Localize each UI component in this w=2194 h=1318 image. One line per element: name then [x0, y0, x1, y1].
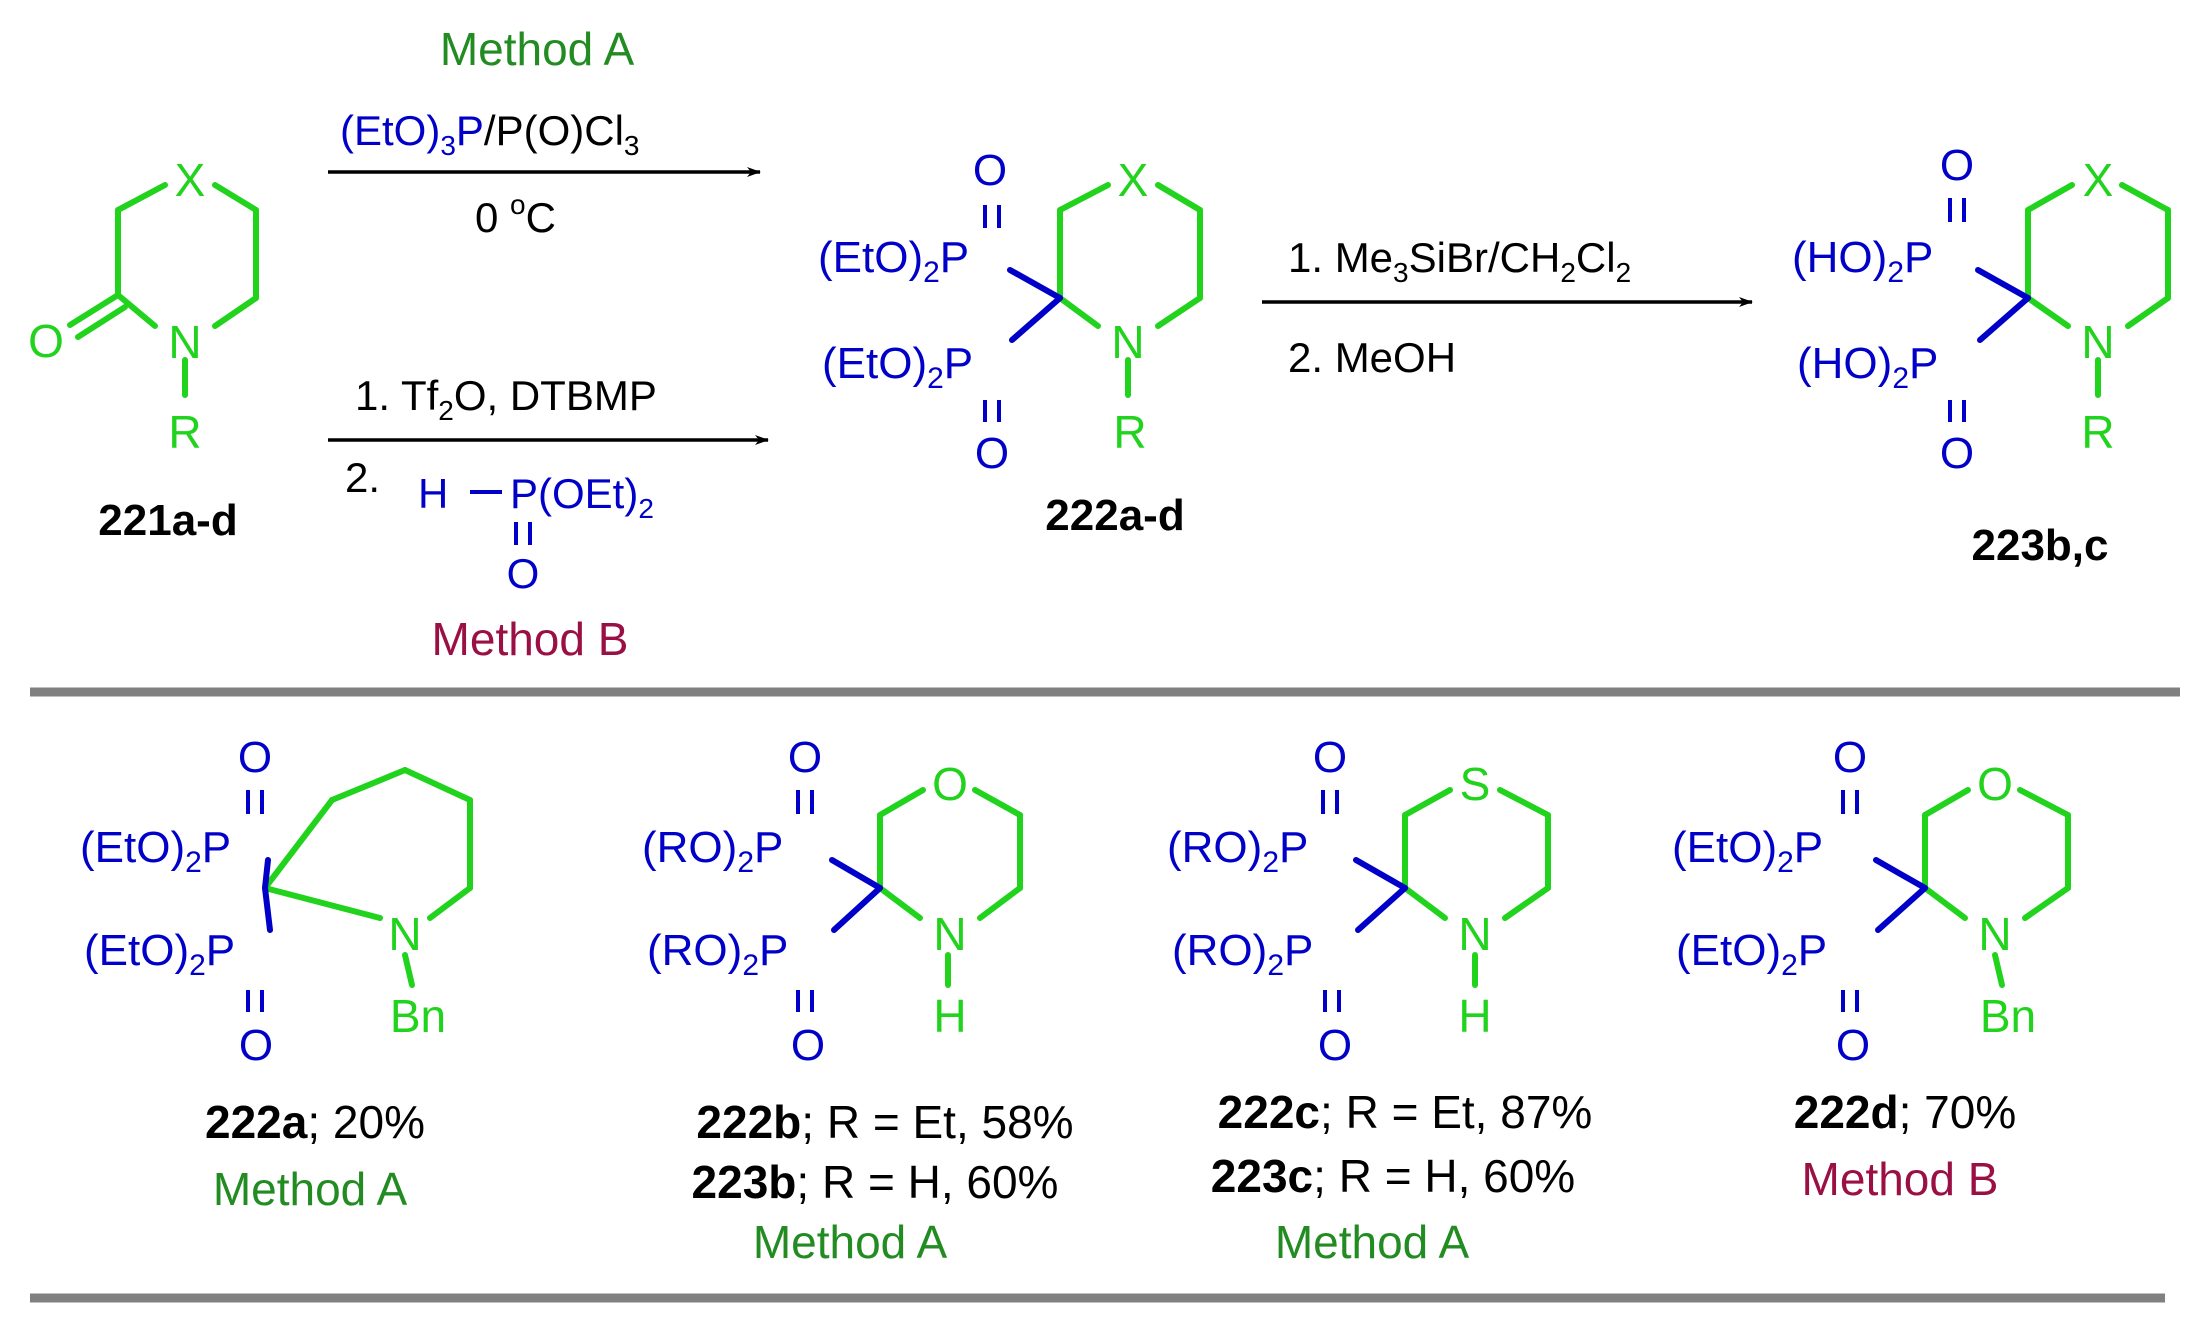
phosphonate-lower: (EtO)2P: [822, 339, 973, 395]
atom-o-upper: O: [1833, 733, 1867, 782]
atom-o-carbonyl: O: [28, 315, 64, 367]
atom-o-upper: O: [238, 733, 272, 782]
phosphonic-acid-lower: (HO)2P: [1797, 339, 1938, 395]
yield-222c: 222c; R = Et, 87%: [1218, 1086, 1593, 1138]
atom-n: N: [168, 316, 201, 368]
arrow-deprotection: 1. Me3SiBr/CH2Cl2 2. MeOH: [1262, 234, 1753, 381]
phosphonic-acid-upper: (HO)2P: [1792, 233, 1933, 289]
method-b-label: Method B: [432, 613, 629, 665]
compound-label-222: 222a-d: [1045, 491, 1184, 540]
method-label-222c: Method A: [1275, 1216, 1470, 1268]
compound-222b-223b: O N H O (RO)2P (RO)2P O 222b; R = Et, 58…: [642, 733, 1074, 1268]
method-label-222d: Method B: [1802, 1153, 1999, 1205]
compound-222a: N Bn O (EtO)2P (EtO)2P O 222a; 20% Metho…: [80, 733, 473, 1215]
method-b-step2-number: 2.: [345, 454, 380, 501]
arrow-method-b: 1. Tf2O, DTBMP 2. H P(OEt)2 O Method B: [328, 372, 769, 665]
atom-o-lower: O: [1318, 1021, 1352, 1070]
atom-o-upper: O: [1313, 733, 1347, 782]
atom-n: N: [933, 908, 966, 960]
phosphonate-upper: (EtO)2P: [818, 233, 969, 289]
atom-n: N: [1111, 316, 1144, 368]
atom-n: N: [1978, 908, 2011, 960]
atom-o-lower: O: [1940, 429, 1974, 478]
atom-o-ring: O: [1977, 758, 2013, 810]
atom-h: H: [933, 990, 966, 1042]
yield-222a: 222a; 20%: [205, 1096, 425, 1148]
atom-o-upper: O: [973, 146, 1007, 195]
phosphonate-lower: (RO)2P: [647, 926, 788, 982]
compound-223: X N R O (HO)2P (HO)2P O 223b,c: [1792, 141, 2171, 570]
phosphonate-upper: (EtO)2P: [80, 823, 231, 879]
atom-h: H: [1458, 990, 1491, 1042]
atom-o-lower: O: [1836, 1021, 1870, 1070]
method-b-step1: 1. Tf2O, DTBMP: [355, 372, 657, 426]
atom-o-lower: O: [239, 1021, 273, 1070]
yield-223b: 223b; R = H, 60%: [692, 1156, 1059, 1208]
atom-s-ring: S: [1460, 758, 1491, 810]
atom-o-ring: O: [932, 758, 968, 810]
phosphonate-upper: (RO)2P: [1167, 823, 1308, 879]
phosphonate-lower: (EtO)2P: [84, 926, 235, 982]
method-a-reagent: (EtO)3P/P(O)Cl3: [340, 107, 640, 161]
phosphonate-lower: (EtO)2P: [1676, 926, 1827, 982]
atom-n: N: [1458, 908, 1491, 960]
yield-223c: 223c; R = H, 60%: [1211, 1150, 1575, 1202]
deprotection-step2: 2. MeOH: [1288, 334, 1456, 381]
atom-r: R: [1113, 406, 1146, 458]
compound-222d: O N Bn O (EtO)2P (EtO)2P O 222d; 70% Met…: [1672, 733, 2071, 1205]
compound-222: X N R O (EtO)2P (EtO)2P O 222a-d: [818, 146, 1203, 540]
phosphonate-upper: (EtO)2P: [1672, 823, 1823, 879]
substituent-bn: Bn: [1980, 990, 2036, 1042]
method-label-222b: Method A: [753, 1216, 948, 1268]
atom-n: N: [388, 908, 421, 960]
substituent-bn: Bn: [390, 990, 446, 1042]
atom-x: X: [1118, 154, 1149, 206]
compound-222c-223c: S N H O (RO)2P (RO)2P O 222c; R = Et, 87…: [1167, 733, 1592, 1268]
method-b-phosphonate: P(OEt)2: [510, 470, 654, 524]
atom-n: N: [2081, 316, 2114, 368]
method-b-oxo-atom: O: [507, 550, 540, 597]
atom-r: R: [2081, 406, 2114, 458]
compound-label-221: 221a-d: [98, 496, 237, 545]
compound-label-223: 223b,c: [1972, 521, 2109, 570]
atom-o-upper: O: [1940, 141, 1974, 190]
atom-o-lower: O: [975, 429, 1009, 478]
atom-x: X: [175, 154, 206, 206]
method-label-222a: Method A: [213, 1163, 408, 1215]
method-a-temperature: 0 oC: [475, 189, 556, 241]
method-b-h-atom: H: [418, 470, 448, 517]
atom-o-lower: O: [791, 1021, 825, 1070]
phosphonate-upper: (RO)2P: [642, 823, 783, 879]
deprotection-step1: 1. Me3SiBr/CH2Cl2: [1288, 234, 1631, 288]
method-a-label: Method A: [440, 23, 635, 75]
arrow-method-a: Method A (EtO)3P/P(O)Cl3 0 oC: [328, 23, 761, 241]
yield-222d: 222d; 70%: [1794, 1086, 2017, 1138]
atom-o-upper: O: [788, 733, 822, 782]
yield-222b: 222b; R = Et, 58%: [696, 1096, 1073, 1148]
phosphonate-lower: (RO)2P: [1172, 926, 1313, 982]
compound-221: X N R O 221a-d: [28, 154, 259, 545]
atom-r: R: [168, 406, 201, 458]
atom-x: X: [2083, 154, 2114, 206]
